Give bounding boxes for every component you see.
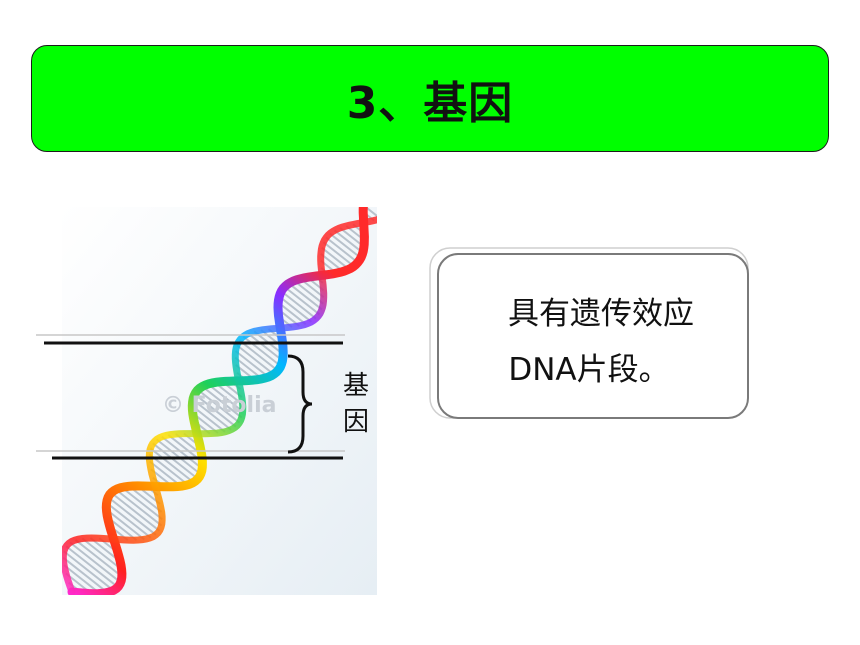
card-frame bbox=[429, 247, 749, 419]
dna-base-pair-rung bbox=[247, 332, 284, 362]
dna-base-pair-rung bbox=[277, 301, 307, 325]
dna-base-pair-rung bbox=[105, 508, 145, 541]
dna-base-pair-rung bbox=[207, 383, 244, 413]
dna-base-pair-rung bbox=[194, 393, 237, 428]
dna-base-pair-rung bbox=[201, 385, 243, 419]
dna-base-pair-rung bbox=[283, 286, 321, 316]
definition-card: 具有遗传效应 DNA片段。 bbox=[426, 244, 752, 422]
dna-base-pair-rung bbox=[63, 550, 115, 592]
dna-base-pair-rung bbox=[105, 501, 152, 539]
definition-text: 具有遗传效应 DNA片段。 bbox=[426, 286, 752, 398]
title-bar: 3、基因 bbox=[31, 45, 829, 152]
dna-base-pair-rung bbox=[192, 398, 232, 431]
dna-base-pair-rung bbox=[236, 344, 275, 376]
dna-base-pair-rung bbox=[197, 389, 241, 424]
dna-base-pair-rung bbox=[81, 537, 123, 571]
dna-base-pair-rung bbox=[238, 339, 279, 372]
dna-base-pair-rung bbox=[149, 447, 195, 484]
dna-base-pair-rung bbox=[280, 290, 317, 320]
dna-base-pair-rung bbox=[65, 545, 119, 588]
dna-base-pair-rung bbox=[325, 236, 359, 264]
dna-base-pair-rung bbox=[161, 435, 203, 470]
dna-base-pair-rung bbox=[242, 335, 282, 367]
dna-base-pair-rung bbox=[107, 496, 157, 536]
definition-line-2: DNA片段。 bbox=[508, 352, 670, 388]
dna-base-pair-rung bbox=[288, 282, 323, 311]
definition-line-1: 具有遗传效应 bbox=[508, 296, 694, 332]
dna-base-pair-rung bbox=[62, 556, 109, 594]
gene-side-label: 基 因 bbox=[340, 368, 372, 440]
dna-helix-image: © Fotolia bbox=[62, 207, 377, 595]
dna-base-pair-rung bbox=[293, 279, 324, 305]
watermark-text: © Fotolia bbox=[162, 393, 276, 418]
dna-base-pair-rung bbox=[191, 405, 226, 433]
dna-base-pair-rung bbox=[115, 488, 163, 527]
right-curly-brace-icon bbox=[287, 354, 313, 454]
dna-base-pair-rung bbox=[149, 460, 182, 487]
gene-label-char-2: 因 bbox=[342, 407, 369, 437]
dna-base-pair-rung bbox=[110, 491, 161, 532]
dna-base-pair-rung bbox=[322, 241, 355, 268]
dna-base-pair-rung bbox=[234, 350, 270, 378]
dna-base-pair-rung bbox=[333, 229, 364, 254]
dna-base-pair-rung bbox=[63, 564, 101, 595]
gene-label-char-1: 基 bbox=[342, 371, 369, 401]
dna-base-pair-rung bbox=[278, 295, 313, 323]
dna-base-pair-rung bbox=[321, 246, 350, 270]
dna-base-pair-rung bbox=[152, 442, 199, 480]
slide-title: 3、基因 bbox=[346, 77, 514, 129]
dna-base-pair-rung bbox=[121, 486, 163, 521]
dna-base-pair-rung bbox=[128, 485, 163, 513]
dna-base-pair-rung bbox=[329, 232, 362, 259]
dna-base-pair-rung bbox=[74, 539, 123, 578]
dna-base-pair-rung bbox=[69, 541, 122, 584]
